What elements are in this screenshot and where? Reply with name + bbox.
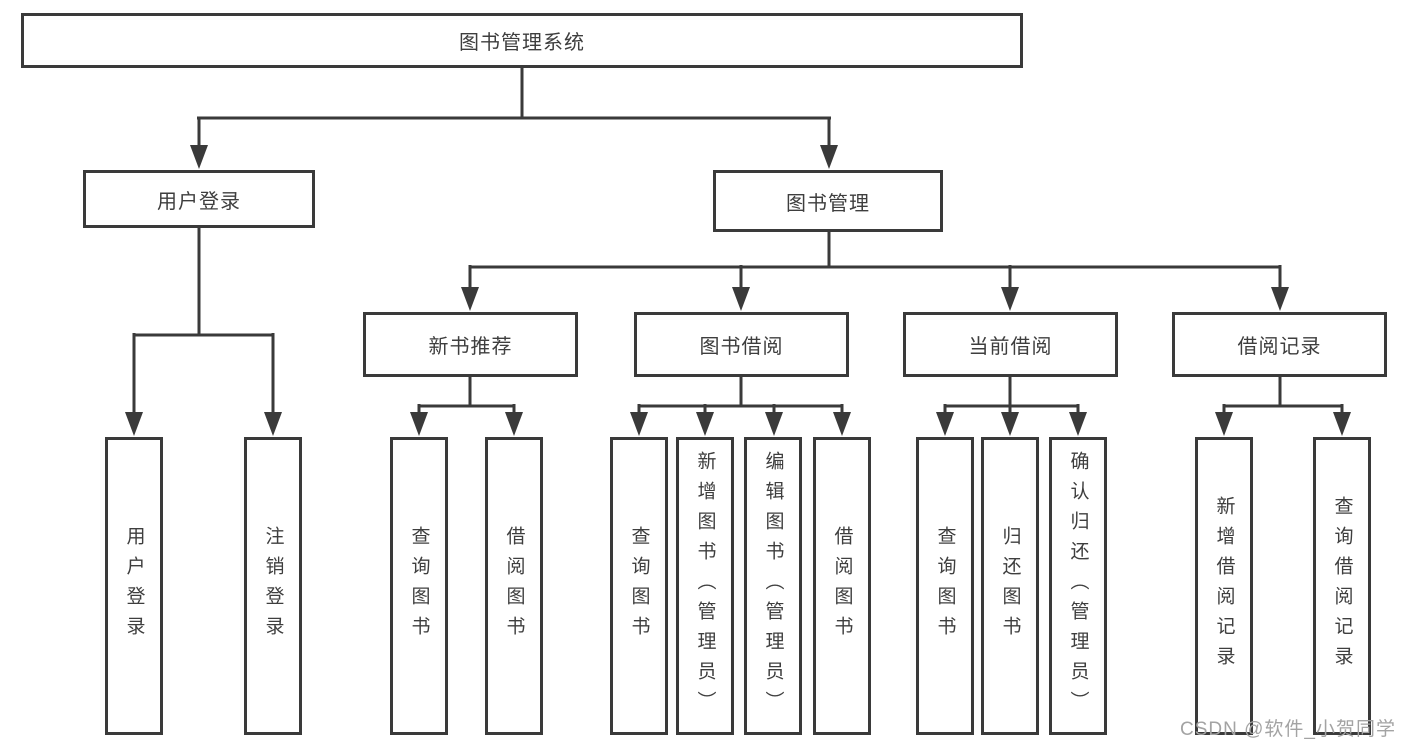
node-book-borrowing: 图书借阅 [634,312,849,377]
leaf-borrow-books-recommend: 借阅图书 [485,437,543,735]
leaf-borrow-books: 借阅图书 [813,437,871,735]
node-label: 图书管理 [786,192,870,215]
node-label: 新增图书（管理员） [694,451,716,721]
node-library-management-system: 图书管理系统 [21,13,1023,68]
node-label: 用户登录 [157,190,241,213]
node-label: 查询借阅记录 [1331,496,1353,676]
node-label: 当前借阅 [968,336,1053,358]
node-label: 确认归还（管理员） [1067,451,1089,721]
node-label: 查询图书 [628,526,650,646]
leaf-edit-books-admin: 编辑图书（管理员） [744,437,802,735]
node-label: 注销登录 [262,526,284,646]
node-label: 借阅记录 [1237,336,1322,358]
node-label: 借阅图书 [503,526,525,646]
node-label: 归还图书 [999,526,1021,646]
connector-borrow-to-leaves [630,377,851,436]
connector-current-to-leaves [936,377,1087,436]
leaf-query-borrow-record: 查询借阅记录 [1313,437,1371,735]
connector-bookmgmt-to-level3 [461,232,1289,311]
node-label: 用户登录 [123,526,145,646]
leaf-query-books-borrow: 查询图书 [610,437,668,735]
node-user-login: 用户登录 [83,170,315,228]
leaf-user-login: 用户登录 [105,437,163,735]
leaf-add-borrow-record: 新增借阅记录 [1195,437,1253,735]
connector-root-to-level2 [190,68,838,169]
leaf-query-books-current: 查询图书 [916,437,974,735]
node-new-book-recommend: 新书推荐 [363,312,578,377]
node-label: 借阅图书 [831,526,853,646]
node-book-management: 图书管理 [713,170,943,232]
leaf-query-books-recommend: 查询图书 [390,437,448,735]
connector-login-to-leaves [125,228,282,436]
leaf-confirm-return-admin: 确认归还（管理员） [1049,437,1107,735]
node-label: 新增借阅记录 [1213,496,1235,676]
csdn-watermark: CSDN @软件_小贺同学 [1180,719,1396,740]
leaf-logout: 注销登录 [244,437,302,735]
leaf-return-books: 归还图书 [981,437,1039,735]
node-label: 新书推荐 [428,336,513,358]
node-label: 查询图书 [408,526,430,646]
node-label: 图书管理系统 [459,32,585,54]
node-label: 图书借阅 [699,336,784,358]
connector-newbooks-to-leaves [410,377,523,436]
node-borrowing-records: 借阅记录 [1172,312,1387,377]
node-label: 编辑图书（管理员） [762,451,784,721]
leaf-add-books-admin: 新增图书（管理员） [676,437,734,735]
connector-records-to-leaves [1215,377,1351,436]
node-label: 查询图书 [934,526,956,646]
node-current-borrowing: 当前借阅 [903,312,1118,377]
